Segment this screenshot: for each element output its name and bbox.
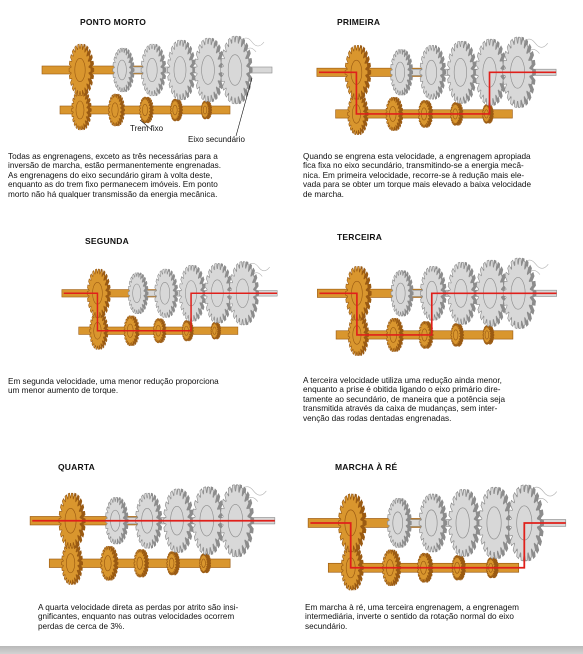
panel-caption: Todas as engrenagens, exceto as três nec… <box>8 152 278 199</box>
caption-line: secundário. <box>305 621 348 631</box>
countershaft-gear <box>170 98 183 122</box>
caption-line: Em marcha à ré, uma terceira engrenagem,… <box>305 603 519 612</box>
panel-caption: Quando se engrena esta velocidade, a eng… <box>303 152 573 199</box>
caption-line: perdas de cerca de 3%. <box>38 621 125 631</box>
panel-caption: A quarta velocidade direta as perdas por… <box>38 603 308 631</box>
mainshaft-gear <box>418 493 448 553</box>
mainshaft-gear <box>446 40 477 104</box>
panel-segunda: SEGUNDA Em segunda velocidade, uma menor… <box>0 205 283 420</box>
countershaft-gear <box>71 89 92 131</box>
countershaft-gear <box>61 541 83 585</box>
caption-line: de marcha. <box>303 189 344 199</box>
countershaft-gear <box>210 321 222 340</box>
panel-caption: Em segunda velocidade, uma menor redução… <box>8 377 278 396</box>
countershaft-gear <box>108 93 125 127</box>
input-gear <box>68 43 95 97</box>
panel-quarta: QUARTA A quarta velocidade direta as per… <box>0 420 283 645</box>
panel-title: TERCEIRA <box>337 232 383 242</box>
mainshaft-gear <box>167 39 196 101</box>
caption-line: gnificantes, enquanto nas outras velocid… <box>38 612 235 622</box>
panel-title: MARCHA À RÉ <box>335 462 398 472</box>
power-path-line <box>63 292 278 332</box>
caption-line: Em segunda velocidade, uma menor redução… <box>8 377 219 386</box>
gearbox-illustration <box>61 261 278 350</box>
countershaft-gear <box>166 551 180 576</box>
panel-ponto-morto: PONTO MORTO Trem fixo Eixo secundário To… <box>0 0 283 215</box>
power-path-line <box>318 71 557 115</box>
countershaft-gear <box>482 325 495 345</box>
power-path-line <box>319 292 557 336</box>
mainshaft-gear <box>154 268 179 318</box>
countershaft-gear <box>450 323 464 347</box>
panel-title: PRIMEIRA <box>337 17 381 27</box>
mainshaft-gear <box>220 35 253 105</box>
mainshaft-gear <box>390 49 414 96</box>
caption-line: nica. Em primeira velocidade, recorre-se… <box>303 170 525 180</box>
gearbox-illustration <box>29 484 276 585</box>
mainshaft-gear <box>194 37 225 103</box>
caption-line: venção das rodas dentadas engrenadas. <box>303 413 452 423</box>
mainshaft-gear <box>140 43 167 97</box>
leader-line <box>139 119 153 131</box>
panel-marcha-a-re: MARCHA À RÉ Em marcha à ré, uma terceira… <box>295 420 578 645</box>
panel-title: QUARTA <box>58 462 95 472</box>
countershaft-gear <box>139 96 154 124</box>
mainshaft-gear <box>448 489 481 557</box>
caption-line: vada para se obter um torque mais elevad… <box>303 180 532 190</box>
power-path-line <box>310 522 566 569</box>
mainshaft-gear <box>419 44 446 100</box>
caption-line: fica fixa no eixo secundário, transmitin… <box>303 161 524 171</box>
gearbox-illustration <box>316 36 557 136</box>
callout-trem-fixo: Trem fixo <box>130 124 164 133</box>
caption-line: A terceira velocidade utiliza uma reduçã… <box>303 376 502 385</box>
caption-line: intermediária, inverte o sentido da rota… <box>305 612 514 622</box>
caption-line: enquanto a prise é obitida ligando o eix… <box>303 385 501 395</box>
caption-line: tamente ao secundário, de maneira que a … <box>303 394 506 404</box>
panel-title: PONTO MORTO <box>80 17 147 27</box>
mainshaft-gear <box>478 486 513 560</box>
mainshaft-gear <box>127 272 149 315</box>
caption-line: Quando se engrena esta velocidade, a eng… <box>303 152 531 161</box>
bottom-rule <box>0 646 583 654</box>
mainshaft-gear <box>387 497 412 548</box>
countershaft-gear <box>199 553 212 574</box>
panel-title: SEGUNDA <box>85 236 129 246</box>
panel-caption: Em marcha à ré, uma terceira engrenagem,… <box>305 603 575 631</box>
leader-line <box>235 77 253 137</box>
mainshaft-gear <box>390 270 414 317</box>
mainshaft-gear <box>112 47 135 93</box>
panel-caption: A terceira velocidade utiliza uma reduçã… <box>303 376 573 423</box>
caption-line: As engrenagens do eixo secundário giram … <box>8 170 213 180</box>
caption-line: inversão de marcha, estão permanentement… <box>8 161 222 171</box>
caption-line: Todas as engrenagens, exceto as três nec… <box>8 152 218 161</box>
panel-terceira: TERCEIRA A terceira velocidade utiliza u… <box>295 205 578 423</box>
caption-line: um menor aumento de torque. <box>8 386 119 396</box>
countershaft-gear <box>100 545 119 581</box>
gearbox-illustration <box>317 257 557 357</box>
caption-line: morto não há qualquer transmissão da ene… <box>8 189 218 199</box>
callout-eixo-secundario: Eixo secundário <box>188 135 245 144</box>
panel-primeira: PRIMEIRA Quando se engrena esta velocida… <box>295 0 578 215</box>
caption-line: transmitida através da caixa de mudanças… <box>303 404 498 414</box>
countershaft-gear <box>200 100 213 120</box>
gearbox-illustration <box>307 484 567 591</box>
caption-line: A quarta velocidade direta as perdas por… <box>38 603 239 612</box>
countershaft-gear <box>133 548 149 578</box>
gearbox-illustration <box>41 35 273 137</box>
caption-line: enquanto as do trem fixo permanecem imóv… <box>8 180 218 190</box>
